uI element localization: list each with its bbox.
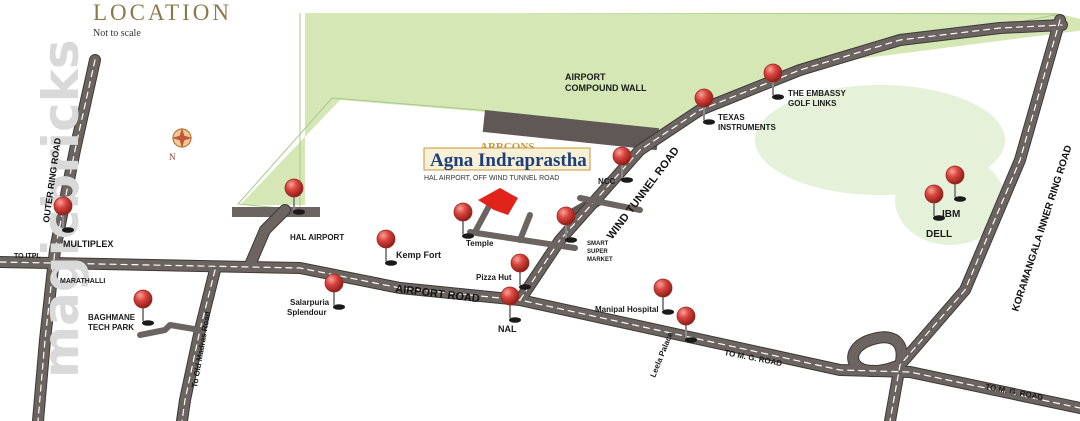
label-hal-airport: HAL AIRPORT — [290, 233, 344, 242]
label-dell: DELL — [926, 229, 952, 240]
project-name: Agna Indraprastha — [430, 150, 587, 171]
project-tagline: HAL AIRPORT, OFF WIND TUNNEL ROAD — [424, 175, 559, 182]
label-kemp-fort: Kemp Fort — [396, 250, 441, 260]
label-temple: Temple — [466, 239, 494, 248]
airport-wall-line1: AIRPORT — [565, 72, 606, 82]
label-leela-palace: Leela Palace — [649, 330, 676, 378]
airport-wall-label: AIRPORT COMPOUND WALL — [565, 72, 647, 93]
label-multiplex: MULTIPLEX — [63, 239, 113, 249]
road-label-marathalli: MARATHALLI — [60, 278, 105, 285]
label-pizza-hut: Pizza Hut — [476, 273, 512, 282]
label-nal: NAL — [498, 324, 517, 334]
airport-wall-line2: COMPOUND WALL — [565, 83, 647, 93]
label-manipal-hospital: Manipal Hospital — [595, 305, 659, 314]
road-label-to-itpl: TO ITPL — [14, 253, 41, 260]
label-ibm: IBM — [942, 209, 960, 220]
compass-icon: N — [169, 128, 192, 162]
compass-north-label: N — [169, 152, 176, 162]
project-location-marker — [478, 188, 518, 215]
page-subtitle: Not to scale — [93, 28, 141, 39]
page-title: LOCATION — [93, 0, 232, 25]
project-branding: ARRCONS Agna Indraprastha HAL AIRPORT, O… — [423, 141, 591, 182]
road-network — [0, 14, 1080, 421]
label-ncc: NCC — [598, 177, 616, 186]
